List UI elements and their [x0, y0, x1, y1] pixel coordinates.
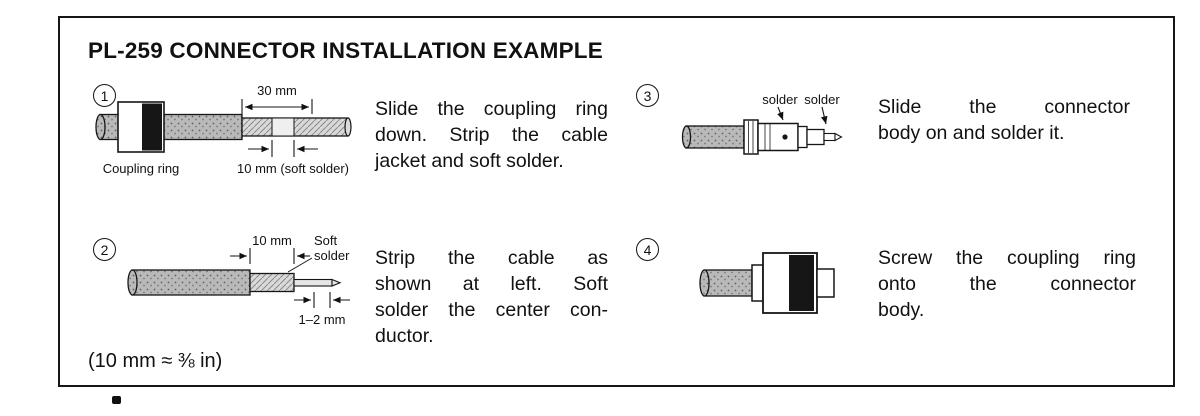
conductor-tip: [331, 278, 342, 287]
print-artifact-dot: [112, 396, 121, 404]
assembled-connector: [751, 252, 835, 314]
dim-1-2mm: 1–2 mm: [294, 292, 350, 327]
step4-number: 4: [636, 238, 659, 261]
text-line: body.: [878, 299, 925, 321]
text-line: ductor.: [375, 325, 434, 347]
dim-30mm: 30 mm: [241, 83, 313, 114]
soft-solder-label-line2: solder: [314, 248, 350, 263]
step3-number: 3: [636, 84, 659, 107]
figure-panel: PL-259 CONNECTOR INSTALLATION EXAMPLE 1 …: [58, 16, 1175, 387]
text-line: Screw the coupling ring: [878, 247, 1136, 269]
soft-solder-callout: Soft solder: [287, 233, 350, 273]
footnote: (10 mm ≈ ⅜ in): [88, 350, 223, 372]
solder-label-right: solder: [804, 92, 840, 107]
step2-illustration: 10 mm Soft solder 1–2 mm: [127, 233, 350, 327]
step2-text: Strip the cable as shown at left. Soft sol…: [375, 245, 608, 349]
step1-text: Slide the coupling ring down. Strip the c…: [375, 96, 608, 174]
coupling-ring-band: [789, 255, 814, 311]
text-line: onto the connector: [878, 273, 1136, 295]
soldered-braid: [249, 272, 295, 293]
solder-label-left: solder: [762, 92, 798, 107]
cable-end: [95, 113, 106, 141]
text-line: jacket and soft solder.: [375, 150, 564, 172]
step1-illustration: 30 mm 10 mm (soft solder) Coupling ring: [95, 83, 352, 176]
step4-illustration: [699, 252, 835, 314]
center-pin-tip: [834, 132, 843, 142]
coax-cable: [681, 125, 745, 149]
solder-hole: [782, 134, 788, 140]
step3-illustration: solder solder: [681, 92, 843, 155]
coupling-ring: [117, 101, 165, 153]
dim-30mm-label: 30 mm: [257, 83, 297, 98]
step2-number-digit: 2: [100, 241, 109, 258]
soft-solder-zone: [271, 117, 295, 137]
text-line: shown at left. Soft: [375, 273, 608, 295]
figure-title: PL-259 CONNECTOR INSTALLATION EXAMPLE: [88, 38, 603, 63]
step1-number-digit: 1: [100, 87, 109, 104]
center-conductor: [293, 278, 333, 287]
soft-solder-label-line1: Soft: [314, 233, 338, 248]
step4-text: Screw the coupling ring onto the connecto…: [878, 245, 1136, 323]
solder-arrows: [777, 106, 828, 125]
coax-cable: [699, 269, 753, 297]
dim-10mm: 10 mm: [230, 233, 310, 264]
text-line: down. Strip the cable: [375, 124, 608, 146]
step3-number-digit: 3: [643, 87, 652, 104]
step4-number-digit: 4: [643, 241, 652, 258]
braid-end: [344, 117, 352, 137]
dim-10mm-label: 10 mm: [252, 233, 292, 248]
text-line: Slide the coupling ring: [375, 98, 608, 120]
cable-end: [127, 269, 138, 296]
text-line: body on and solder it.: [878, 122, 1065, 144]
dim-1-2mm-label: 1–2 mm: [299, 312, 346, 327]
collar: [751, 264, 764, 302]
exposed-braid: [241, 117, 349, 137]
connector-body: [743, 119, 843, 155]
step1-number: 1: [93, 84, 116, 107]
coax-cable: [127, 269, 342, 296]
step2-number: 2: [93, 238, 116, 261]
text-line: Strip the cable as: [375, 247, 608, 269]
tip-ring: [797, 125, 808, 149]
coupling-ring-label: Coupling ring: [103, 161, 180, 176]
text-line: solder the center con-: [375, 299, 608, 321]
barrel: [757, 122, 799, 152]
knurled-collar: [743, 119, 759, 155]
center-pin: [823, 132, 836, 142]
dim-10mm-label: 10 mm (soft solder): [237, 161, 349, 176]
text-line: Slide the connector: [878, 96, 1130, 118]
tip: [806, 128, 825, 146]
cable-jacket: [131, 269, 251, 296]
dim-10mm-soft-solder: 10 mm (soft solder): [237, 140, 349, 176]
step3-text: Slide the connector body on and solder it…: [878, 94, 1130, 146]
connector-tip: [816, 268, 835, 298]
